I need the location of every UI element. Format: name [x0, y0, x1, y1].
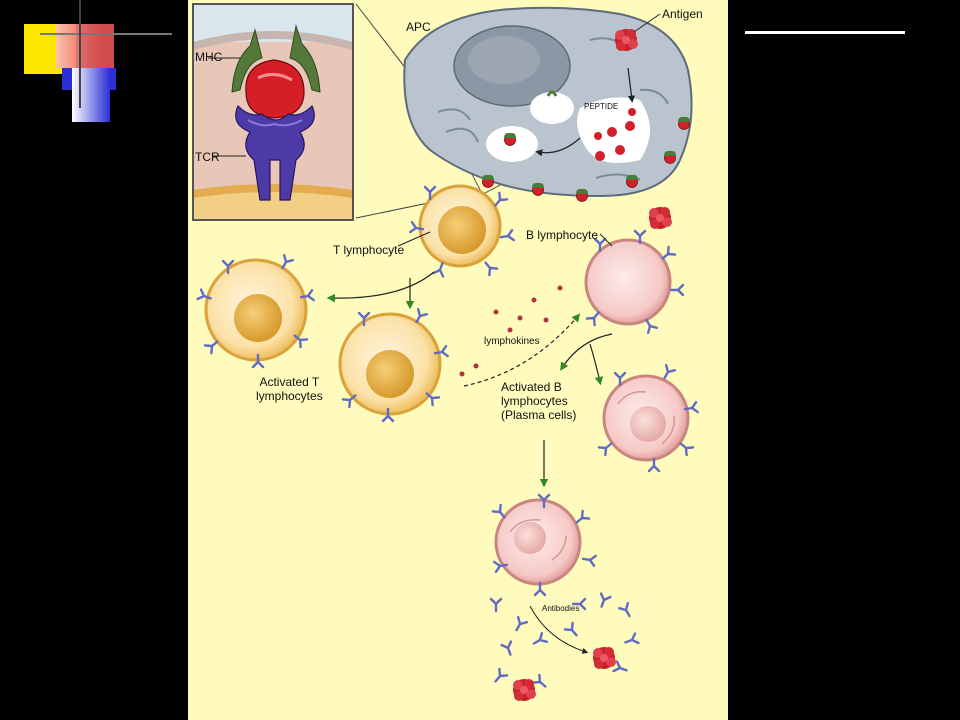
- apc-cell: [403, 6, 693, 202]
- activated-t-cell-left: [196, 253, 315, 369]
- plasma-cell: [491, 493, 597, 597]
- inset-frame: [192, 3, 354, 221]
- label-t-lymphocyte: T lymphocyte: [333, 243, 405, 257]
- label-activated-t: Activated T lymphocytes: [256, 375, 323, 403]
- arrow-lymphokines-to-b: [463, 313, 581, 387]
- arrow-t-to-activated-left: [326, 271, 435, 303]
- label-activated-b: Activated B lymphocytes (Plasma cells): [501, 380, 577, 422]
- title-rule: [745, 31, 905, 34]
- slide-corner-decoration: [24, 0, 172, 122]
- label-lymphokines: lymphokines: [484, 336, 540, 347]
- label-antibodies: Antibodies: [542, 604, 580, 613]
- b-lymphocyte-cell: [584, 207, 685, 335]
- activated-b-cell: [597, 363, 699, 473]
- label-peptide: PEPTIDE: [584, 102, 619, 111]
- arrow-b-to-activated: [560, 333, 613, 371]
- label-antigen: Antigen: [662, 7, 703, 21]
- figure-drawing: [193, 3, 699, 701]
- tcr-molecule-shape: [235, 104, 315, 201]
- antigen-clump-bound: [593, 647, 616, 669]
- label-tcr: TCR: [195, 150, 220, 164]
- mhc-tcr-inset: [193, 4, 353, 220]
- activated-t-cell-right: [338, 307, 449, 423]
- label-b-lymphocyte: B lymphocyte: [526, 228, 599, 242]
- arrow-b-to-plasma: [589, 343, 604, 386]
- label-mhc: MHC: [195, 50, 223, 64]
- label-apc: APC: [406, 20, 431, 34]
- antigen-clump-bound-2: [513, 679, 536, 701]
- mhc-molecule-shape: [231, 24, 321, 93]
- lymphokine-particles: [459, 285, 563, 377]
- immune-response-figure: [188, 0, 728, 720]
- t-lymphocyte-cell: [409, 184, 515, 278]
- arrow-antibodies-to-antigen: [529, 605, 589, 654]
